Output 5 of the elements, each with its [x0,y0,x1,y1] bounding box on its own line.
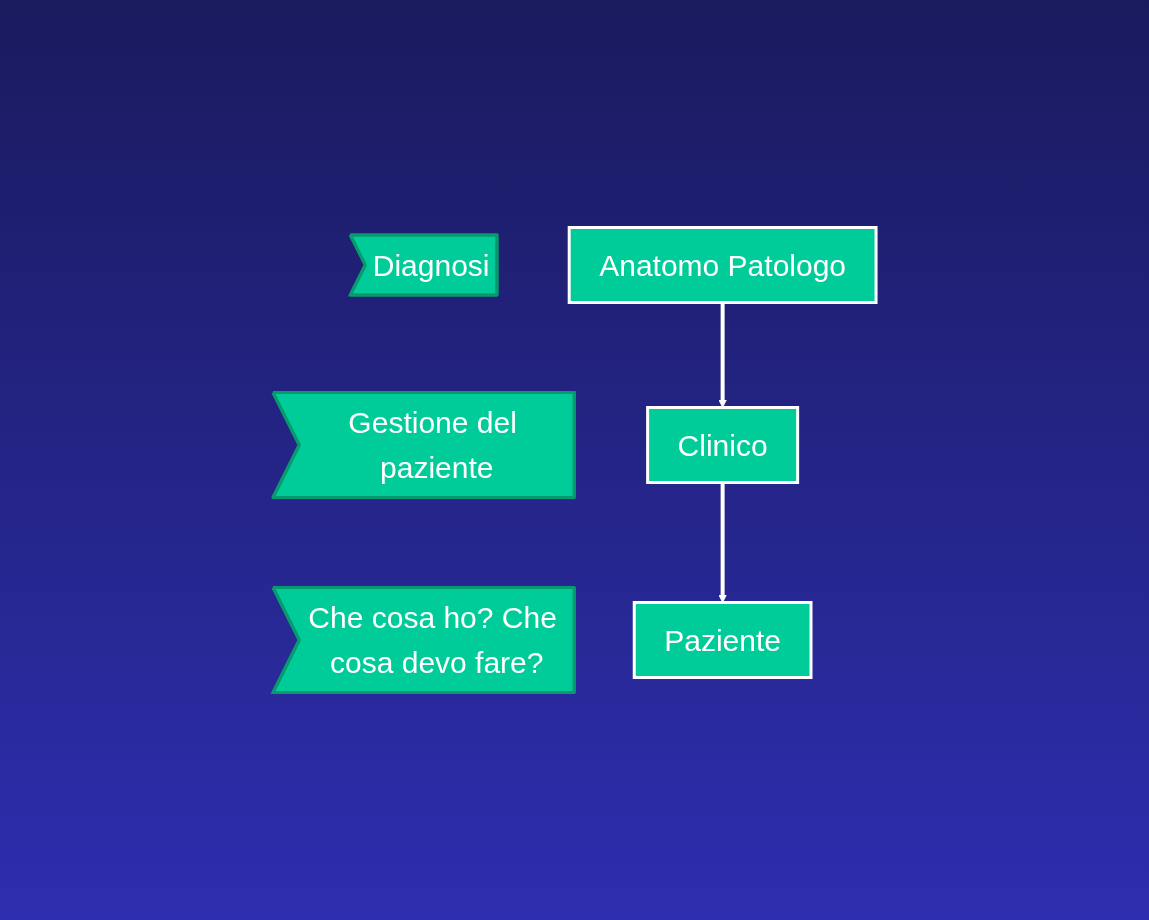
arrow [718,482,727,603]
node-box: Anatomo Patologo [567,226,878,304]
node-box: Paziente [632,601,813,679]
node-box: Clinico [646,406,800,484]
arrow [718,302,727,408]
